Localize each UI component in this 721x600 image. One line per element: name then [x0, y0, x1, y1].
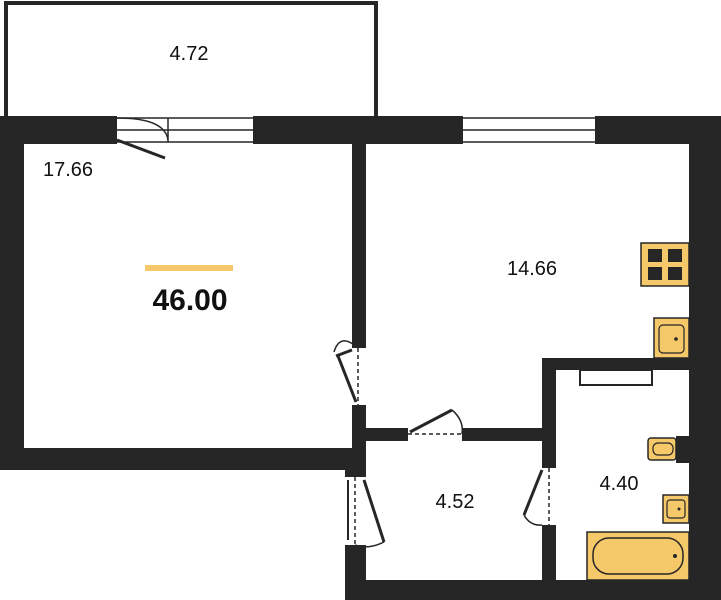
balcony-area-label: 4.72 [170, 43, 209, 65]
wall-bottom-living [0, 448, 366, 470]
balcony [4, 1, 378, 117]
doors [333, 340, 550, 548]
total-area-accent-bar [145, 265, 233, 271]
wall-hall-top-left [352, 428, 408, 441]
balcony-outline [4, 1, 378, 117]
windows [111, 117, 601, 143]
door-bathroom [522, 468, 550, 526]
wall-left [0, 116, 24, 468]
total-area-label: 46.00 [152, 284, 227, 317]
wall-right [689, 116, 721, 600]
kitchen-sink-icon [653, 317, 690, 359]
window-jambs [112, 116, 600, 144]
washbasin-icon [662, 494, 690, 524]
balcony-door-leaf [116, 117, 169, 160]
wall-hall-top-right [462, 428, 556, 441]
stove-icon [640, 242, 690, 287]
bathroom-area-label: 4.40 [600, 473, 639, 495]
wall-bottom [345, 580, 721, 600]
wall-top-middle [258, 116, 458, 144]
hallway-area-label: 4.52 [436, 491, 475, 513]
walls [0, 116, 721, 600]
wall-hall-left-upper [345, 470, 366, 477]
door-kitchen [408, 408, 464, 435]
bath-shelf [579, 369, 653, 386]
wall-bath-top [542, 358, 694, 370]
door-entrance [347, 477, 386, 548]
living-room-area-label: 17.66 [43, 159, 93, 181]
door-living [333, 340, 359, 405]
wall-partition-upper [352, 144, 366, 348]
wall-bath-left-upper [542, 358, 556, 468]
toilet-icon [647, 436, 689, 463]
bathtub-icon [586, 531, 690, 581]
kitchen-area-label: 14.66 [507, 258, 557, 280]
